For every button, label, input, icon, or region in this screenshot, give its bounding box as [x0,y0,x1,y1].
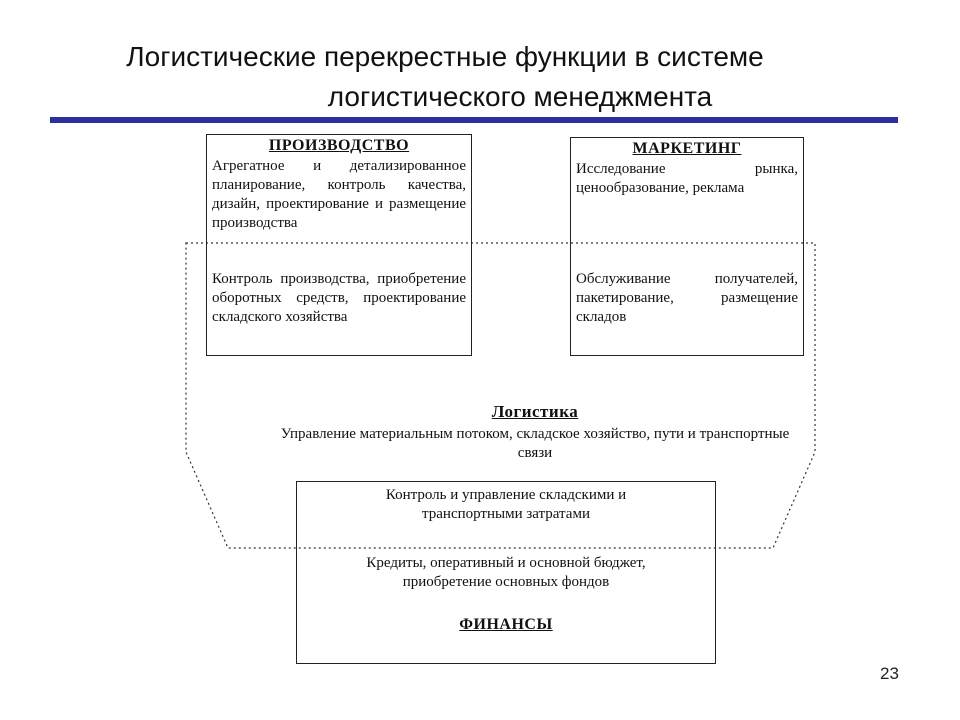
logistics-title: Логистика [491,402,579,421]
page-number: 23 [880,664,899,683]
finance-text-bottom: Кредиты, оперативный и основной бюджет, … [366,555,646,590]
slide-title-line-1: Логистические перекрестные функции в сис… [126,41,764,72]
production-text-bottom: Контроль производства, приобретение обор… [212,271,466,325]
logistics-block: Логистика Управление материальным потоко… [270,403,800,463]
logistics-text: Управление материальным потоком, складск… [280,426,790,461]
marketing-title: МАРКЕТИНГ [632,140,742,157]
marketing-box: МАРКЕТИНГ Исследование рынка, ценообразо… [570,137,804,356]
title-underline-rule [50,117,898,123]
production-title: ПРОИЗВОДСТВО [268,137,410,154]
finance-title: ФИНАНСЫ [459,616,553,633]
slide-title-line-2: логистического менеджмента [327,81,713,112]
production-box: ПРОИЗВОДСТВО Агрегатное и детализированн… [206,134,472,356]
marketing-text-bottom: Обслуживание получателей, пакетирование,… [576,271,798,325]
finance-box: Контроль и управление складскими и транс… [296,481,716,664]
marketing-text-top: Исследование рынка, ценообразование, рек… [576,161,798,196]
finance-text-top: Контроль и управление складскими и транс… [385,487,627,522]
production-text-top: Агрегатное и детализированное планирован… [212,158,466,231]
